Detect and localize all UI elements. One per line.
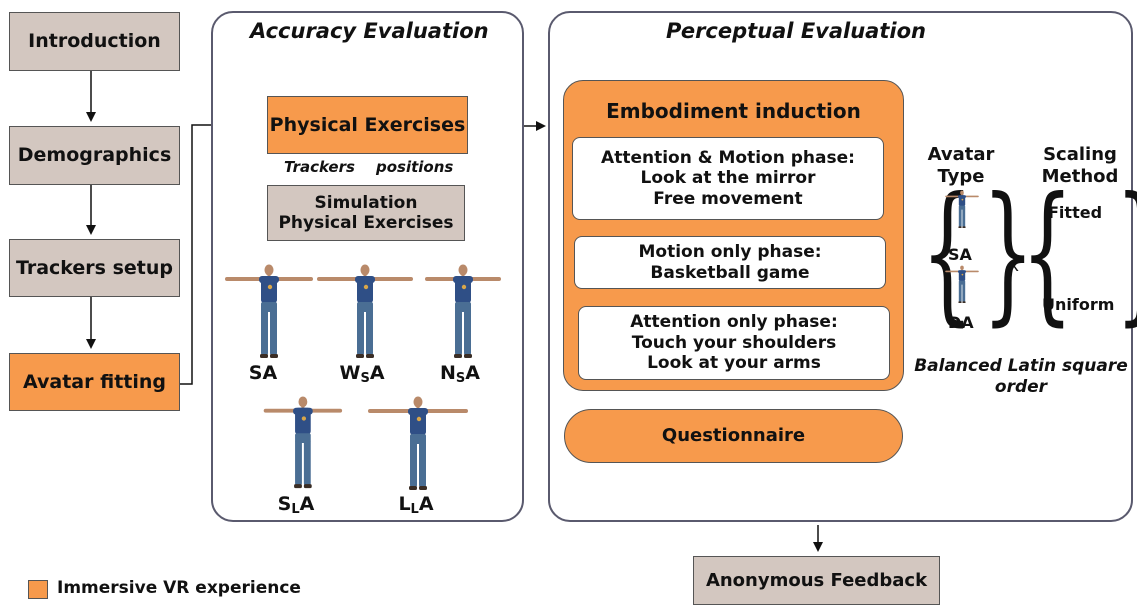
scaling-fitted: Fitted <box>1048 203 1103 222</box>
avatar-caption-sa: SA <box>248 362 278 384</box>
avatar-caption-sla: SLA <box>277 493 315 517</box>
phase-motion-only: Motion only phase: Basketball game <box>574 236 886 289</box>
anonymous-feedback-box: Anonymous Feedback <box>693 556 940 605</box>
accuracy-evaluation-title: Accuracy Evaluation <box>250 19 489 43</box>
scaling-uniform: Uniform <box>1042 295 1115 314</box>
questionnaire-box: Questionnaire <box>564 409 903 463</box>
avatar-caption-lla: LLA <box>398 493 434 517</box>
avatar-fitting-box: Avatar fitting <box>9 353 180 411</box>
trackers-label: Trackers <box>284 158 355 176</box>
perceptual-evaluation-title: Perceptual Evaluation <box>666 19 926 43</box>
cross-product-symbol: x <box>1009 256 1020 276</box>
physical-exercises-box: Physical Exercises <box>267 96 468 154</box>
avatar-type-da: DA <box>948 313 974 332</box>
demographics-box: Demographics <box>9 126 180 185</box>
avatar-caption-wsa: WSA <box>339 362 385 386</box>
avatar-sa-figure <box>225 264 313 358</box>
avatar-sla-figure <box>263 396 343 489</box>
avatar-type-da-figure <box>945 265 979 303</box>
avatar-lla-figure <box>368 396 468 490</box>
trackers-setup-box: Trackers setup <box>9 239 180 297</box>
phase-attention-motion: Attention & Motion phase: Look at the mi… <box>572 137 884 220</box>
balanced-latin-square-label: Balanced Latin square order <box>914 356 1128 398</box>
simulation-box: Simulation Physical Exercises <box>267 185 465 241</box>
avatar-type-label: Avatar Type <box>927 144 995 187</box>
right-brace-scaling: } <box>1115 178 1137 328</box>
scaling-method-label: Scaling Method <box>1041 144 1119 187</box>
avatar-wsa-figure <box>317 264 413 358</box>
positions-label: positions <box>376 158 454 176</box>
embodiment-induction-title: Embodiment induction <box>606 99 861 123</box>
avatar-type-sa-figure <box>945 190 979 228</box>
avatar-caption-nsa: NSA <box>440 362 480 386</box>
phase-attention-only: Attention only phase: Touch your shoulde… <box>578 306 890 380</box>
legend-swatch <box>28 580 48 599</box>
legend-label: Immersive VR experience <box>57 578 301 598</box>
left-brace-scaling: { <box>1021 166 1074 340</box>
right-brace-avatar: } <box>982 166 1035 340</box>
avatar-nsa-figure <box>425 264 501 358</box>
avatar-type-sa: SA <box>948 245 972 264</box>
introduction-box: Introduction <box>9 12 180 71</box>
